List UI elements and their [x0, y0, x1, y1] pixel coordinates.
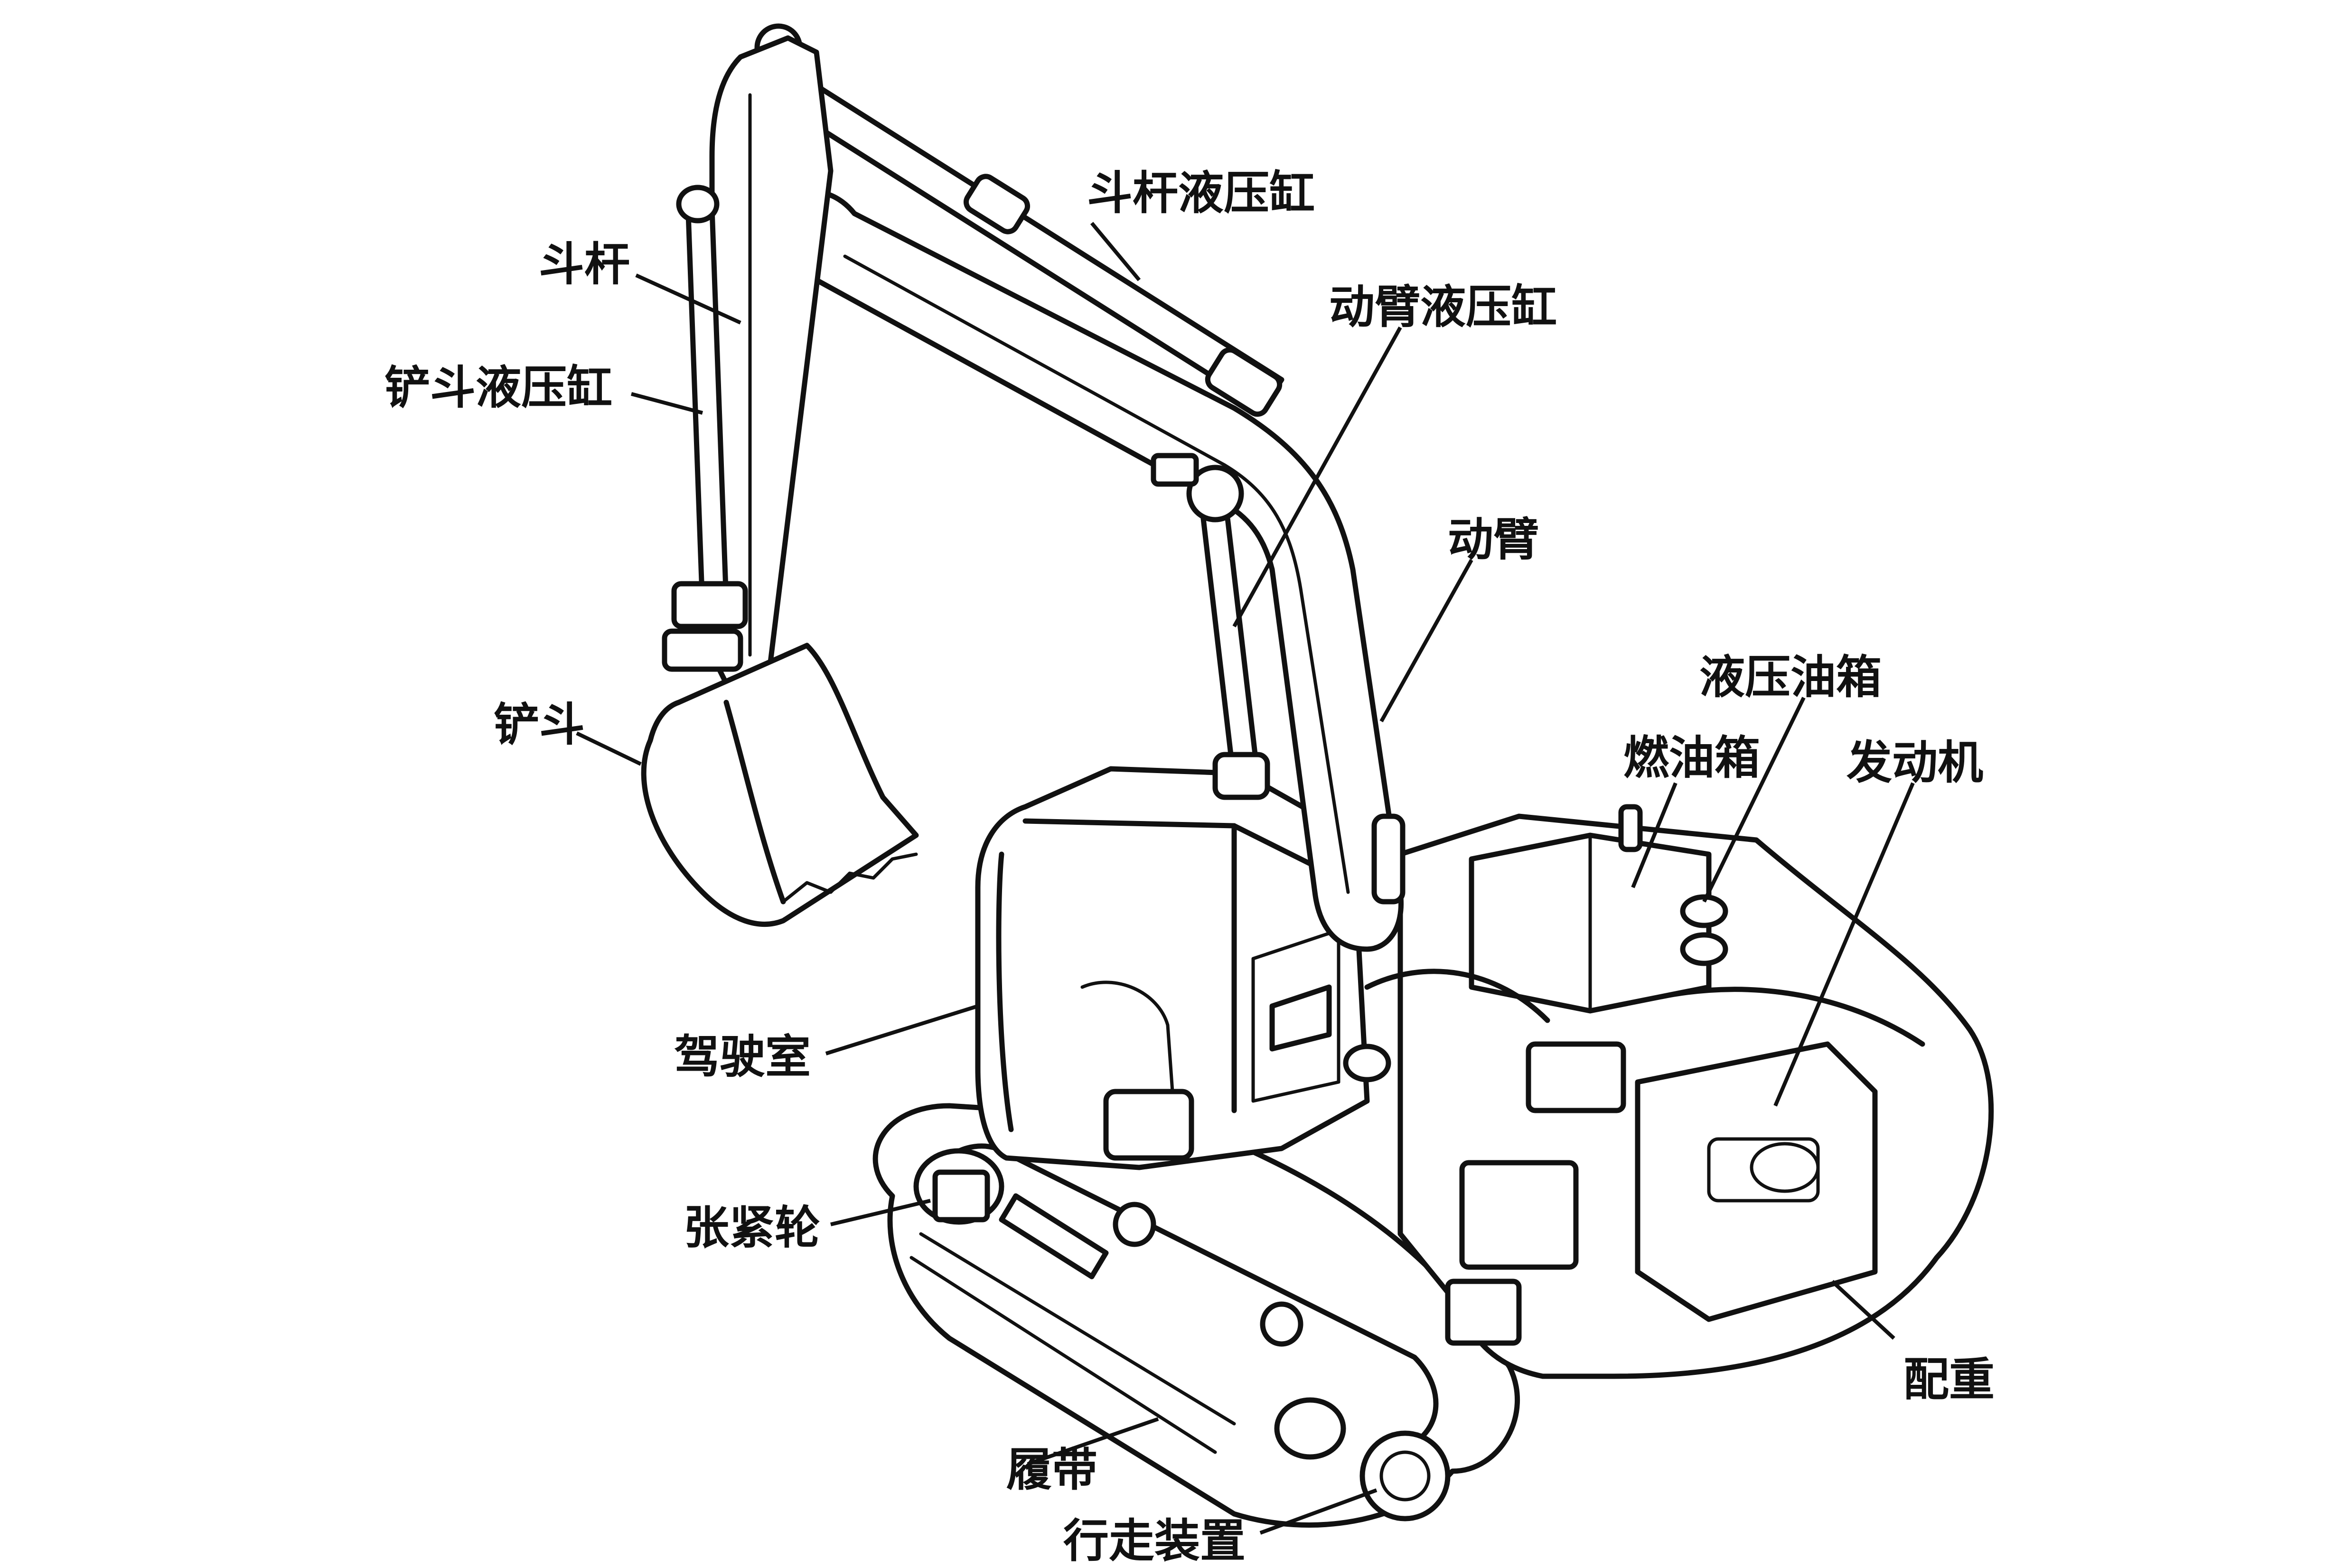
labels: 斗杆 铲斗液压缸 铲斗 斗杆液压缸 动臂液压缸 动臂 液压油箱 燃油箱 发动机 … — [384, 166, 1995, 1568]
boom-drawing — [774, 188, 1406, 952]
track-assembly — [872, 1103, 1520, 1528]
leader-travel-device — [1259, 1488, 1378, 1535]
leader-hydraulic-tank — [1702, 697, 1806, 903]
cab-drawing — [975, 766, 1370, 1170]
label-arm-cylinder: 斗杆液压缸 — [1087, 166, 1315, 220]
label-cab: 驾驶室 — [674, 1030, 811, 1083]
label-arm: 斗杆 — [539, 237, 630, 291]
label-track: 履带 — [1006, 1443, 1097, 1496]
label-idler: 张紧轮 — [684, 1201, 820, 1254]
label-bucket-cylinder: 铲斗液压缸 — [384, 361, 612, 414]
bucket-drawing — [641, 643, 919, 927]
leader-counterweight — [1831, 1280, 1895, 1340]
label-hydraulic-tank: 液压油箱 — [1699, 650, 1882, 704]
leader-boom — [1379, 559, 1473, 722]
leader-boom-cylinder — [1232, 327, 1402, 627]
label-bucket: 铲斗 — [494, 698, 585, 751]
label-travel-device: 行走装置 — [1063, 1514, 1246, 1568]
swing-ring — [1364, 969, 1550, 1023]
label-boom: 动臂 — [1448, 513, 1539, 566]
leader-arm — [635, 273, 741, 325]
label-counterweight: 配重 — [1903, 1353, 1995, 1406]
label-boom-cylinder: 动臂液压缸 — [1329, 280, 1557, 334]
leader-lines — [576, 222, 1915, 1535]
boom-cylinder-drawing — [1151, 453, 1270, 800]
bucket-cylinder-drawing — [662, 185, 748, 672]
leader-fuel-tank — [1631, 782, 1678, 888]
upper-structure — [1397, 804, 1994, 1379]
leader-cab — [825, 1004, 979, 1055]
leader-idler — [830, 1199, 931, 1226]
leader-bucket — [576, 731, 642, 766]
swing-center — [1343, 1044, 1391, 1083]
leader-bucket-cylinder — [630, 392, 703, 415]
excavator-drawing — [641, 23, 1994, 1528]
label-engine: 发动机 — [1846, 736, 1983, 789]
leader-arm-cylinder — [1090, 222, 1141, 281]
leader-engine — [1773, 782, 1915, 1107]
leader-track — [1027, 1417, 1159, 1466]
label-fuel-tank: 燃油箱 — [1623, 731, 1760, 784]
